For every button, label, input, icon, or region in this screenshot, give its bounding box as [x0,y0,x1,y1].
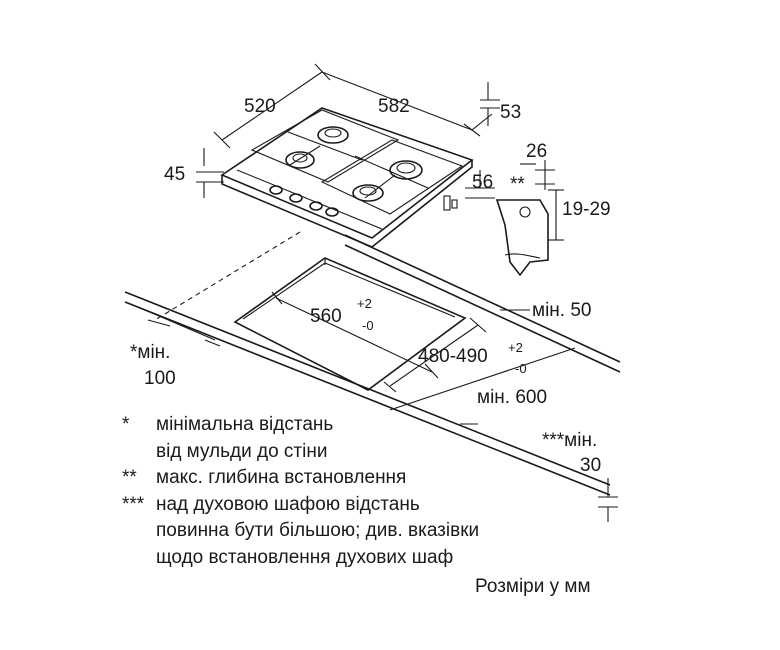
footnote-line: повинна бути більшою; див. вказівки [156,520,480,541]
side-profile [495,160,564,277]
dim-cutout-depth: 480-490 [418,346,488,367]
footnote-2: ** макс. глибина встановлення [122,465,602,492]
burner-front-left [285,151,315,169]
burner-front-right [352,184,384,202]
dim-cutout-depth-tol-plus: +2 [508,340,523,355]
hob-projection-line [154,231,301,321]
footnote-marker: ** [122,467,137,488]
dim-oven-label: ***мін. [542,430,597,451]
footnote-line: макс. глибина встановлення [156,467,407,488]
footnote-line: щодо встановлення духових шаф [156,546,454,568]
cutout-dimension-lines [147,291,618,522]
dim-min-wall-value: 100 [144,368,176,389]
hob-dimension-lines [196,63,500,199]
dim-control-depth: 53 [500,102,521,123]
dim-hob-width: 582 [378,96,410,117]
dim-worktop-range: 19-29 [562,199,611,220]
footnote-1: * мінімальна відстань від мульди до стін… [122,412,602,465]
worktop [124,234,621,496]
dim-min-front: мін. 50 [532,300,591,321]
dim-side-marker: ** [510,174,525,195]
footnote-marker: * [122,414,130,435]
dim-oven-value: 30 [580,455,601,476]
control-knobs [269,185,339,217]
footnote-marker: *** [122,493,145,515]
units-caption: Розміри у мм [475,576,591,597]
dim-min-depth: мін. 600 [477,387,547,408]
footnote-line: мінімальна відстань [156,414,334,435]
hob-drawing [220,107,474,248]
footnote-line: над духовою шафою відстань [156,493,420,515]
footnote-3: *** над духовою шафою відстань повинна б… [122,492,602,572]
dim-cutout-width-value: 560 [310,306,342,327]
burner-rear-left [317,126,349,144]
dim-cutout-width: 560 [310,306,342,327]
footnotes: * мінімальна відстань від мульди до стін… [122,412,602,571]
dim-cutout-width-tol-plus: +2 [357,296,372,311]
dim-min-wall-label: *мін. [130,342,170,363]
burner-rear-right [389,160,423,180]
dim-cutout-width-tol-minus: -0 [362,318,374,333]
dim-hob-depth: 520 [244,96,276,117]
footnote-line: від мульди до стіни [156,440,328,462]
cutout [233,257,467,391]
dim-cutout-depth-tol-minus: -0 [515,361,527,376]
dim-hob-height: 45 [164,164,185,185]
dim-knob-offset: 56 [472,172,493,193]
dim-side-width: 26 [526,141,547,162]
